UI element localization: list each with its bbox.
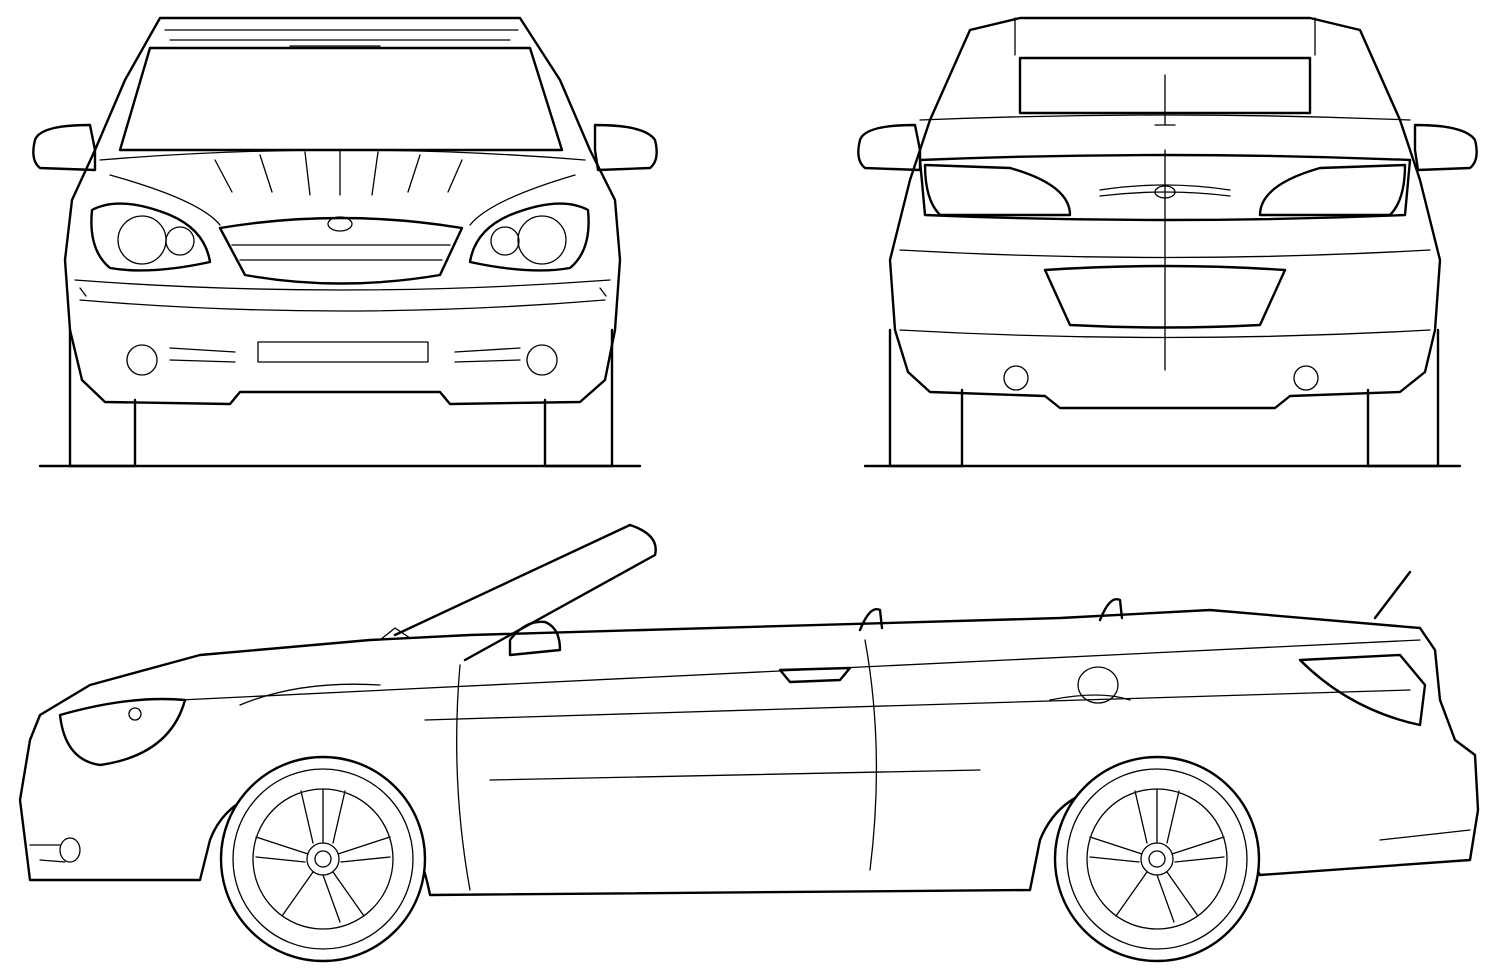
- left-fog-light: [126, 344, 158, 376]
- right-mirror: [593, 123, 658, 172]
- side-view-drawing: [18, 523, 1480, 963]
- rear-body-outline: [888, 16, 1442, 410]
- rear-view-drawing: [857, 16, 1478, 468]
- lower-intake: [257, 341, 429, 363]
- side-headlight: [58, 697, 187, 767]
- fuel-door: [1077, 666, 1119, 704]
- side-view: [0, 500, 1497, 973]
- left-exhaust: [1003, 365, 1029, 391]
- right-mirror: [1413, 123, 1478, 172]
- left-rear-tire: [888, 328, 964, 468]
- front-grille: [218, 216, 464, 285]
- right-fog-light: [526, 344, 558, 376]
- antenna: [1373, 570, 1412, 620]
- side-tail-light: [1298, 653, 1427, 727]
- rear-wheel: [1053, 755, 1261, 963]
- left-front-tire: [68, 328, 137, 468]
- side-fog-light: [59, 837, 81, 863]
- left-headlight: [90, 202, 212, 272]
- rear-view: [820, 0, 1497, 480]
- right-front-tire: [543, 328, 614, 468]
- right-rear-tire: [1366, 328, 1440, 468]
- license-plate-recess: [1043, 264, 1287, 329]
- trunk-lid: [918, 153, 1412, 222]
- left-tail-light: [923, 163, 1072, 217]
- front-emblem: [327, 216, 353, 232]
- front-view-drawing: [32, 16, 658, 468]
- right-tail-light: [1258, 163, 1407, 217]
- right-headlight: [468, 202, 590, 272]
- side-mirror: [508, 620, 562, 657]
- windshield: [118, 46, 564, 152]
- front-rollbar: [858, 608, 884, 632]
- right-exhaust: [1293, 365, 1319, 391]
- rear-rollbar: [1098, 598, 1124, 622]
- windshield-frame: [393, 523, 657, 662]
- left-mirror: [857, 123, 922, 172]
- front-wheel: [219, 755, 427, 963]
- left-mirror: [32, 123, 97, 172]
- front-view: [0, 0, 700, 480]
